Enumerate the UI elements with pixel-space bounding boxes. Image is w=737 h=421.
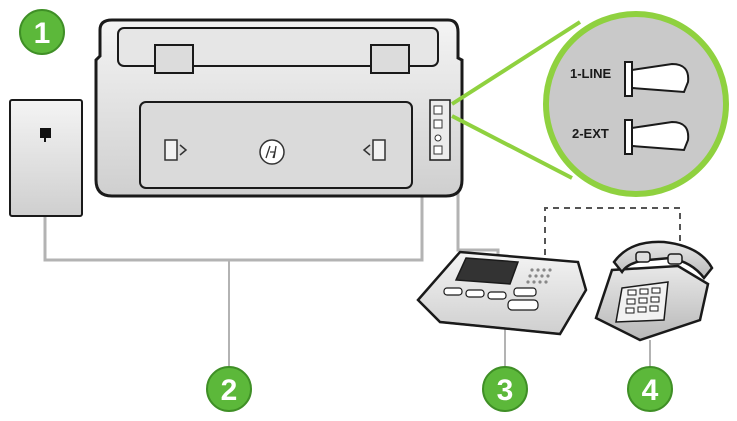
port-zoom: 1-LINE 2-EXT [450,11,729,197]
answering-machine-speaker-icon [526,268,552,284]
zoom-line-bottom [451,114,573,180]
port-2-ext-label: 2-EXT [572,126,609,141]
svg-text:2: 2 [221,374,238,407]
port-1-line-label: 1-LINE [570,66,612,81]
hp-logo-icon [259,139,285,165]
answering-machine-buttons [443,287,539,311]
callout-4: 4 [627,366,673,412]
callout-2: 2 [206,366,252,412]
printer-port-block [429,99,451,161]
answering-machine-display [454,257,520,285]
printer-right-tab [370,44,410,74]
printer-left-tab [154,44,194,74]
telephone [594,240,714,342]
phone-dashed-connection [544,207,681,255]
printer-to-answering-machine-cable [456,118,500,258]
wall-jack-socket [40,128,51,138]
keypad-keys [625,287,661,314]
left-latch-icon [164,139,188,161]
svg-text:3: 3 [497,374,514,407]
ext-port-icon [624,119,690,155]
callout-1: 1 [19,9,65,55]
telephone-handset [612,240,714,281]
printer-top-slot [117,27,439,67]
printer-rear [94,18,464,198]
svg-text:4: 4 [642,374,659,407]
wall-jack [9,99,83,217]
callout-3: 3 [482,366,528,412]
zoom-line-top [450,20,582,106]
line-port-icon [624,61,690,97]
zoom-circle [543,11,729,197]
answering-machine [416,250,588,336]
svg-text:1: 1 [34,17,51,50]
right-latch-icon [362,139,386,161]
